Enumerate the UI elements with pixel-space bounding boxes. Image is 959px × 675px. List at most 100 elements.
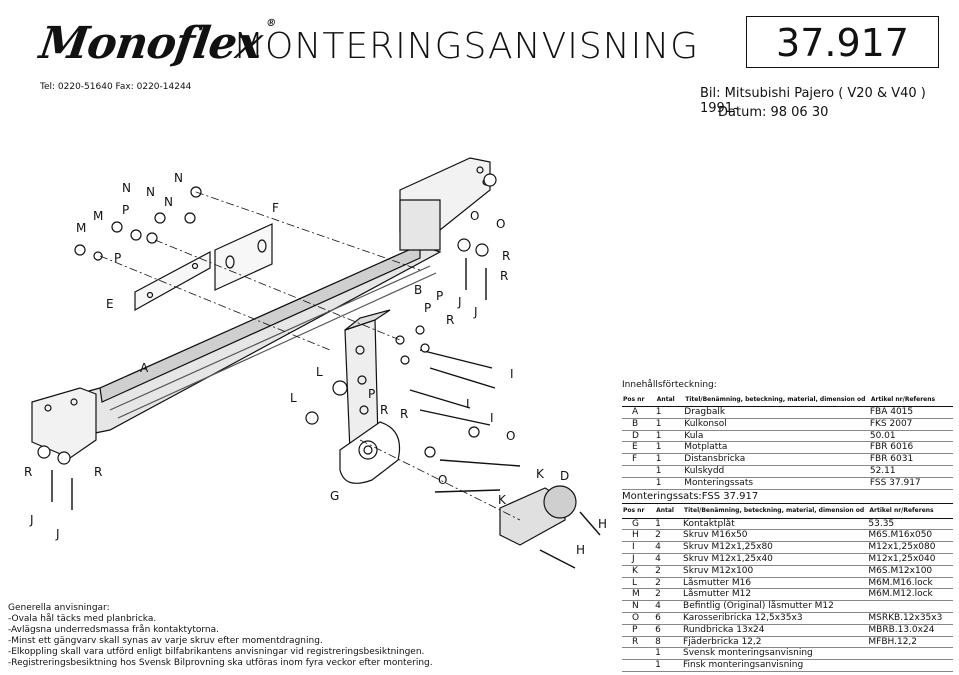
svg-text:J: J [55,527,60,541]
qty-cell: 1 [655,418,685,431]
svg-text:R: R [380,403,388,417]
qty-cell: 4 [655,541,684,554]
article-cell [868,659,953,672]
part-labels: M M N N N P N F P E A L L P R R B P P R … [24,171,607,557]
description-cell: Låsmutter M16 [683,577,869,590]
description-cell: Dragbalk [684,406,870,419]
article-cell [868,600,953,613]
svg-text:N: N [164,195,173,209]
article-cell: M6S.M16x050 [868,529,953,543]
vehicle-info: Bil: Mitsubishi Pajero ( V20 & V40 ) 199… [700,86,926,116]
svg-text:O: O [496,217,505,231]
svg-text:P: P [436,289,443,303]
description-cell: Skruv M12x1,25x40 [683,553,869,566]
pos-cell: L [622,577,656,590]
document-number: 37.917 [746,16,939,68]
qty-cell: 6 [655,612,684,625]
parts-list-title: Innehållsförteckning: [622,380,717,390]
qty-cell: 1 [655,453,685,466]
description-cell: Distansbricka [684,453,870,466]
qty-cell: 2 [655,577,684,590]
svg-text:F: F [272,201,279,215]
article-cell: MSRKB.12x35x3 [868,612,953,625]
svg-text:R: R [502,249,510,263]
svg-text:P: P [122,203,129,217]
article-cell: M12x1,25x040 [868,553,953,566]
document-date: Datum: 98 06 30 [718,105,829,120]
description-cell: Kontaktplåt [683,518,869,531]
pos-cell: E [622,441,656,455]
pos-cell: A [622,406,656,419]
qty-cell: 1 [655,465,685,478]
qty-cell: 1 [655,430,685,443]
svg-text:P: P [424,301,431,315]
general-instructions: Generella anvisningar: -Ovala hål täcks … [8,603,433,668]
kit-section-title: Monteringssats:FSS 37.917 [622,490,953,504]
pos-cell: J [622,553,656,566]
pos-cell [622,477,656,490]
svg-text:J: J [473,305,478,319]
pos-cell: K [622,565,656,578]
qty-cell: 8 [655,636,684,649]
svg-text:J: J [457,295,462,309]
article-cell: FBR 6031 [869,453,953,466]
qty-cell: 1 [655,518,684,531]
description-cell: Karosseribricka 12,5x35x3 [683,612,869,625]
parts-list: Innehållsförteckning: Pos nr Antal Titel… [622,380,953,672]
description-cell: Skruv M12x100 [683,565,869,578]
exploded-assembly-drawing: M M N N N P N F P E A L L P R R B P P R … [24,157,607,569]
tow-ball-d [543,485,577,519]
svg-text:E: E [106,297,114,311]
svg-text:B: B [414,283,422,297]
svg-text:O: O [438,473,447,487]
description-cell: Låsmutter M12 [683,588,869,602]
description-cell: Skruv M12x1,25x80 [683,541,869,554]
svg-text:H: H [598,517,607,531]
article-cell: 50.01 [869,430,953,443]
article-cell: FBR 6016 [869,441,953,455]
svg-text:N: N [122,181,131,195]
svg-text:G: G [330,489,339,503]
description-cell: Skruv M16x50 [683,529,869,543]
svg-text:I: I [510,367,514,381]
pos-cell: M [622,588,656,602]
svg-text:H: H [576,543,585,557]
qty-cell: 4 [655,600,684,613]
description-cell: Svensk monteringsanvisning [683,647,869,661]
svg-text:D: D [560,469,569,483]
pos-cell: O [622,612,656,625]
svg-text:M: M [93,209,103,223]
parts-table-2: Pos nr Antal Titel/Benämning, beteckning… [622,503,953,672]
svg-text:I: I [490,411,494,425]
qty-cell: 6 [655,624,684,637]
article-cell: FBA 4015 [869,406,953,419]
article-cell: MBRB.13.0x24 [868,624,953,637]
pos-cell: P [622,624,656,637]
svg-text:O: O [470,209,479,223]
parts-table-1: Pos nr Antal Titel/Benämning, beteckning… [622,392,953,490]
description-cell: Fjäderbricka 12,2 [683,636,869,649]
pos-cell: D [622,430,656,443]
qty-cell: 1 [655,477,685,490]
qty-cell: 2 [655,588,684,602]
contact-plate-g [339,421,401,484]
pos-cell: H [622,529,656,543]
svg-text:L: L [316,365,323,379]
svg-text:K: K [498,493,507,507]
qty-cell: 2 [655,565,684,578]
pos-cell: R [622,636,656,649]
svg-text:O: O [506,429,515,443]
pos-cell: F [622,453,656,466]
svg-text:K: K [536,467,545,481]
pos-cell: I [622,541,656,554]
qty-cell: 1 [655,406,685,419]
